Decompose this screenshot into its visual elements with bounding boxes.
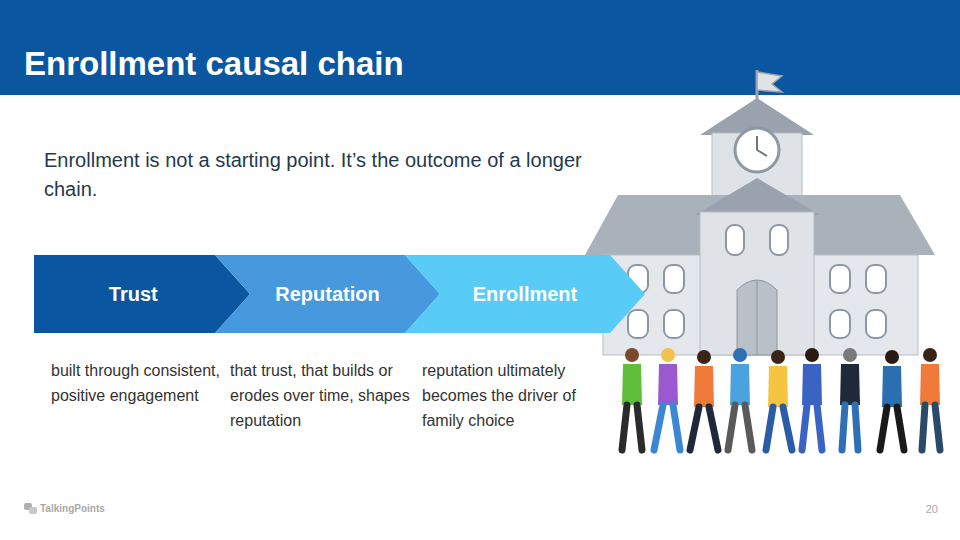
chevron-step: Trustbuilt through consistent, positive … (34, 255, 250, 333)
page-number: 20 (908, 502, 938, 516)
chevron-fill (405, 255, 645, 333)
step-description: built through consistent, positive engag… (51, 358, 233, 408)
header-bar (0, 0, 960, 95)
chevron-fill (215, 255, 440, 333)
people-illustration (622, 348, 940, 450)
chevron-step: Enrollmentreputation ultimately becomes … (405, 255, 645, 333)
school-illustration (585, 70, 935, 355)
step-heading: Reputation (275, 282, 379, 306)
step-heading: Enrollment (473, 282, 577, 306)
step-description: reputation ultimately becomes the driver… (422, 358, 604, 433)
logo-icon (24, 503, 37, 514)
slide-title: Enrollment causal chain (24, 44, 404, 84)
chevron-fill (34, 255, 250, 333)
step-description: that trust, that builds or erodes over t… (230, 358, 412, 433)
chevron-step: Reputationthat trust, that builds or ero… (215, 255, 440, 333)
logo-text: TalkingPoints (40, 502, 160, 516)
subtitle-text: Enrollment is not a starting point. It’s… (44, 146, 584, 204)
step-heading: Trust (109, 282, 158, 306)
